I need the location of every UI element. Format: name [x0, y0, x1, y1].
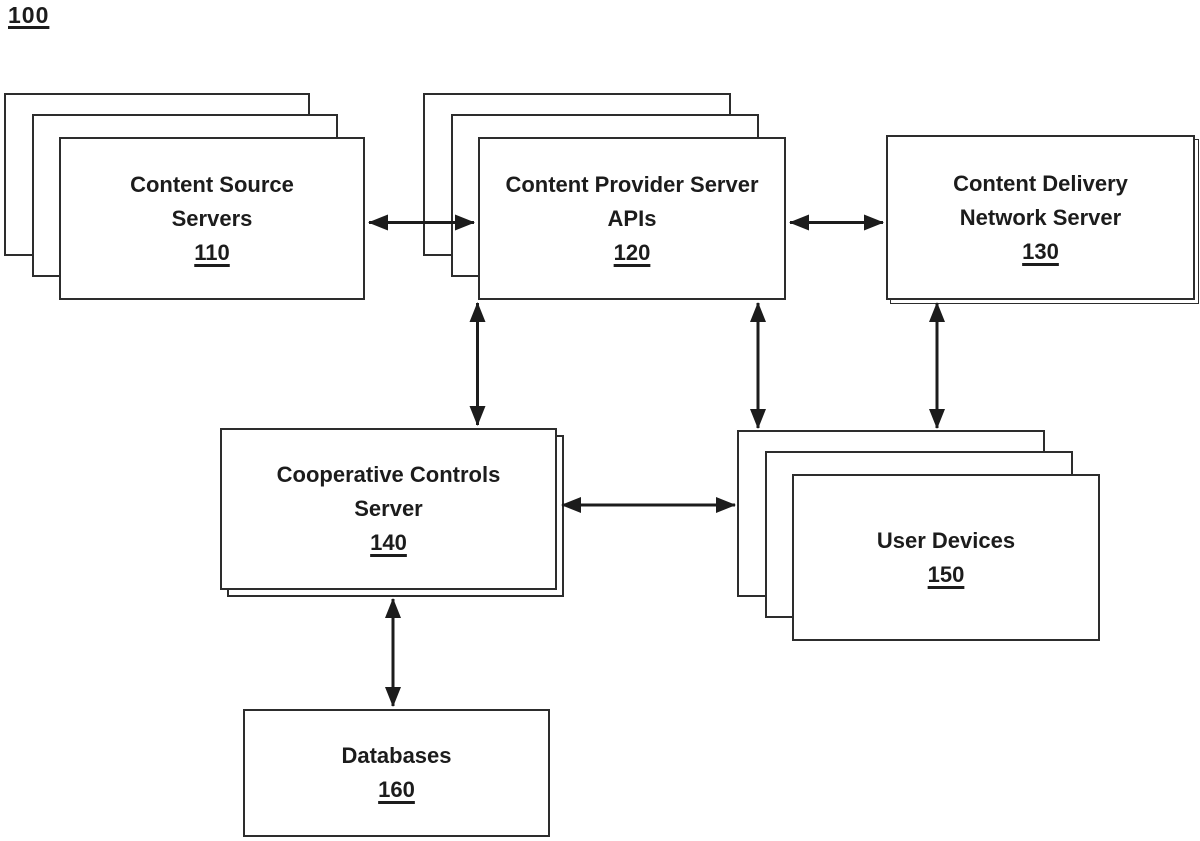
node-box: Cooperative Controls Server 140 [220, 428, 557, 590]
node-box: Databases 160 [243, 709, 550, 837]
node-reference-number: 140 [370, 530, 407, 555]
node-label-line: Databases [341, 743, 452, 768]
node-label-line: Server [354, 496, 423, 521]
node-box: Content Delivery Network Server 130 [886, 135, 1195, 300]
node-box: User Devices 150 [792, 474, 1100, 641]
node-reference-number: 130 [1022, 238, 1059, 264]
node-label-line: Content Provider Server [505, 171, 759, 197]
node-label-line: Content Source [130, 171, 294, 197]
node-box: Content Provider Server APIs 120 [478, 137, 786, 300]
node-content-delivery-network-server: Content Delivery Network Server 130 [886, 135, 1199, 304]
node-label-line: Content Delivery [953, 170, 1128, 196]
node-databases: Databases 160 [243, 709, 550, 837]
node-reference-number: 160 [378, 777, 415, 802]
node-content-provider-server-apis: Content Provider Server APIs 120 [423, 93, 786, 300]
node-reference-number: 120 [613, 239, 651, 265]
node-reference-number: 150 [927, 561, 965, 587]
node-label-line: Cooperative Controls [276, 462, 501, 487]
node-content-source-servers: Content Source Servers 110 [4, 93, 365, 300]
node-user-devices: User Devices 150 [737, 430, 1100, 641]
node-box: Content Source Servers 110 [59, 137, 365, 300]
node-label-line: Network Server [959, 204, 1122, 230]
node-label-line: User Devices [876, 527, 1016, 553]
node-label-line: APIs [607, 205, 657, 231]
node-reference-number: 110 [194, 239, 230, 265]
node-cooperative-controls-server: Cooperative Controls Server 140 [220, 428, 564, 597]
node-label-line: Servers [171, 205, 253, 231]
figure-number-label: 100 [8, 2, 50, 28]
